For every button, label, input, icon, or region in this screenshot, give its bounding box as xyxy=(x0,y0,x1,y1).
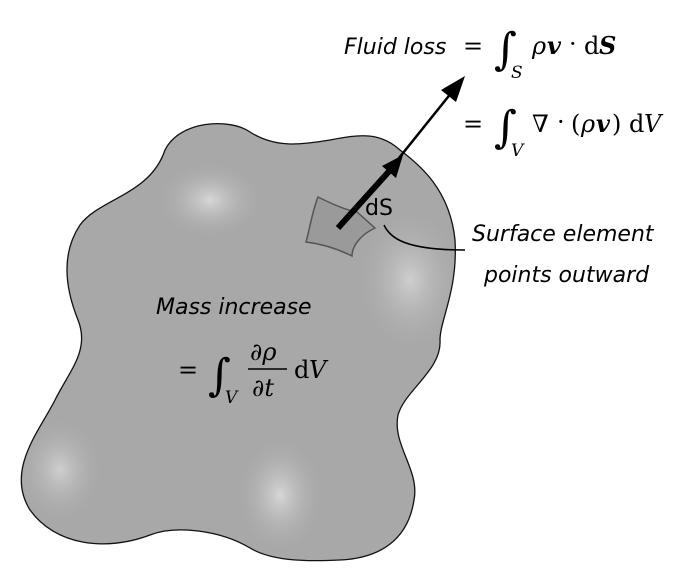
fluid-loss-equals: = xyxy=(463,32,483,60)
mass-increase-label: Mass increase xyxy=(156,295,312,320)
fluid-volume-blob xyxy=(20,123,456,562)
flux-arrow-head xyxy=(441,76,465,102)
mass-increase-V: V xyxy=(309,356,329,384)
divergence-integral-V: ∫ xyxy=(494,102,517,153)
divergence-sub-V: V xyxy=(511,141,525,161)
divergence-rho: ρ xyxy=(580,110,595,138)
fluid-loss-d: d xyxy=(584,32,599,60)
mass-increase-d: d xyxy=(294,356,309,384)
flux-arrow xyxy=(394,91,453,164)
fluid-loss-S: S xyxy=(599,31,616,60)
surface-element-leader xyxy=(383,224,466,251)
divergence-dot: · xyxy=(557,108,565,136)
divergence-v: v xyxy=(596,109,611,138)
divergence-paren-open: ( xyxy=(571,110,580,138)
mass-increase-integral-V: ∫ xyxy=(208,350,231,401)
fluid-loss-integral-S: ∫ xyxy=(494,24,517,75)
divergence-d: d xyxy=(629,110,644,138)
mass-increase-equals: = xyxy=(178,356,198,384)
fluid-loss-rho: ρ xyxy=(531,32,546,60)
ds-label: dS xyxy=(365,196,393,221)
mass-increase-sub-V: V xyxy=(225,388,239,408)
mass-increase-equation: Mass increase = ∫ V ∂ρ ∂t d V xyxy=(156,295,329,408)
surface-element-caption-line2: points outward xyxy=(483,263,650,288)
divergence-equals: = xyxy=(463,110,483,138)
fluid-loss-sub-S: S xyxy=(511,63,523,83)
fluid-loss-v: v xyxy=(547,31,562,60)
divergence-V: V xyxy=(644,110,664,138)
divergence-paren-close: ) xyxy=(612,110,621,138)
fluid-loss-dot: · xyxy=(569,30,577,58)
surface-element-caption-line1: Surface element xyxy=(472,222,655,247)
normal-vector-thick xyxy=(335,165,395,231)
fluid-loss-equation: Fluid loss = ∫ S ρ v · d S = ∫ V ∇ · ( ρ… xyxy=(344,24,664,161)
fluid-loss-label: Fluid loss xyxy=(344,35,446,60)
mass-increase-denominator: ∂t xyxy=(252,374,274,402)
mass-increase-numerator: ∂ρ xyxy=(250,338,277,366)
divergence-nabla: ∇ xyxy=(532,110,549,138)
